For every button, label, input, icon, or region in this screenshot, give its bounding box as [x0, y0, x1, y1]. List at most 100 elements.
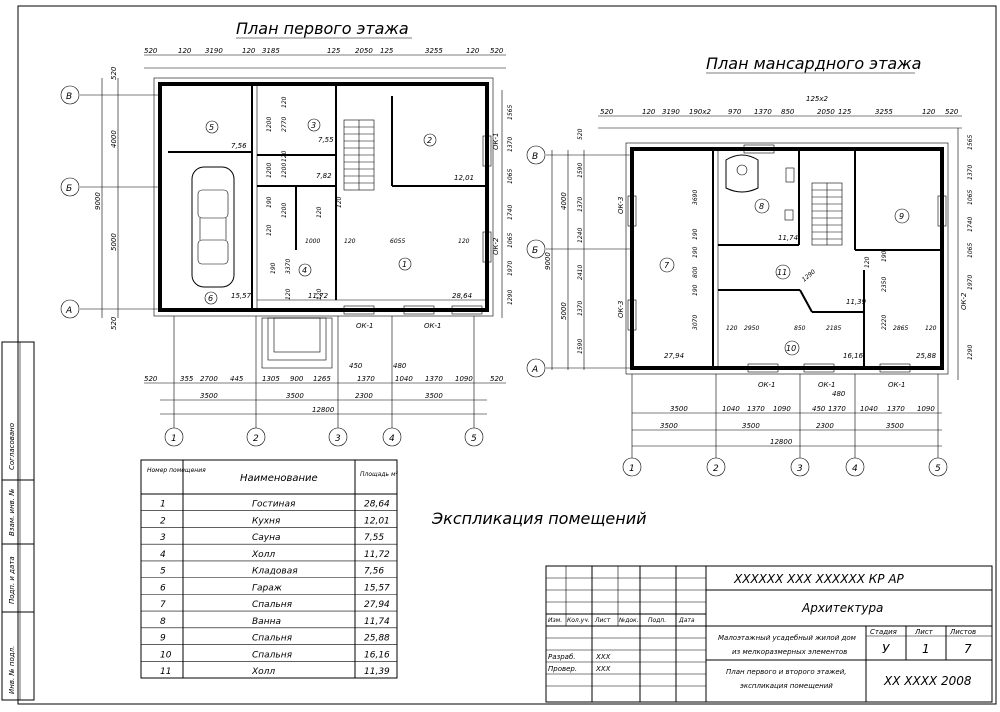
role-developer: Разраб.	[548, 653, 576, 661]
svg-text:1090: 1090	[917, 405, 935, 413]
svg-text:1290: 1290	[507, 290, 514, 305]
svg-text:2865: 2865	[893, 325, 908, 332]
svg-text:3070: 3070	[692, 315, 699, 330]
room-area: 11,74	[778, 234, 798, 242]
table-cell-name: Сауна	[252, 533, 281, 543]
svg-text:190: 190	[270, 262, 277, 274]
svg-text:3500: 3500	[886, 422, 904, 430]
project-line2: из мелкоразмерных элементов	[732, 648, 847, 656]
svg-text:1590: 1590	[577, 339, 584, 354]
plan2-title: План мансардного этажа	[706, 54, 921, 73]
svg-text:2300: 2300	[355, 392, 373, 400]
svg-text:1370: 1370	[747, 405, 765, 413]
svg-text:1065: 1065	[967, 243, 974, 258]
room-area: 11,39	[846, 298, 867, 306]
plan2-window	[627, 299, 637, 331]
room-marker	[754, 198, 770, 214]
svg-text:450: 450	[349, 362, 363, 370]
explication-table: Номер помещения Наименование Площадь м² …	[140, 459, 398, 679]
axis-label: 5	[471, 434, 477, 444]
table-cell-num: 5	[160, 567, 166, 577]
svg-text:3500: 3500	[286, 392, 304, 400]
svg-text:4000: 4000	[110, 130, 118, 148]
axis-label: А	[65, 306, 72, 316]
plan1-dims-bottom: 520 355 2700 445 1305 900 1265 450 1370 …	[144, 362, 504, 414]
svg-text:9000: 9000	[544, 252, 552, 270]
svg-text:120: 120	[344, 238, 356, 245]
room-marker	[205, 120, 219, 134]
table-cell-num: 1	[160, 500, 166, 510]
svg-text:1290: 1290	[801, 268, 817, 283]
plan2-window	[803, 363, 835, 373]
plan2-window-label: ОК-3	[617, 197, 625, 214]
svg-text:1740: 1740	[967, 217, 974, 232]
svg-text:120: 120	[178, 47, 192, 55]
table-cell-name: Кухня	[252, 516, 281, 526]
room-area: 12,01	[454, 174, 474, 182]
svg-text:1200: 1200	[266, 163, 273, 178]
svg-text:3370: 3370	[285, 259, 292, 274]
plan1-window-label: ОК-1	[356, 322, 373, 330]
table-cell-area: 7,56	[364, 567, 384, 577]
plan2-window-label: ОК-2	[960, 292, 968, 310]
axis-label: 3	[797, 464, 803, 474]
table-cell-num: 4	[160, 550, 166, 560]
table-cell-area: 11,39	[364, 667, 390, 677]
plan1-window	[482, 135, 492, 167]
svg-text:120: 120	[281, 150, 288, 162]
room-area: 7,56	[231, 142, 247, 150]
svg-text:125: 125	[380, 47, 394, 55]
axis-marker	[60, 299, 80, 319]
svg-text:190: 190	[692, 246, 699, 258]
svg-text:1265: 1265	[313, 375, 331, 383]
svg-text:1200: 1200	[281, 203, 288, 218]
axis-marker	[382, 427, 402, 447]
svg-text:1040: 1040	[860, 405, 878, 413]
axis-label: 5	[935, 464, 941, 474]
svg-text:3255: 3255	[875, 108, 893, 116]
svg-text:520: 520	[110, 316, 118, 330]
svg-text:120: 120	[864, 256, 871, 268]
room-area: 15,57	[231, 292, 252, 300]
col-count: Кол.уч.	[567, 617, 590, 624]
room-number: 11	[777, 268, 787, 277]
sheet-value: 1	[922, 642, 930, 656]
side-stamp-sign: Подп. и дата	[8, 556, 16, 604]
table-cell-name: Спальня	[252, 600, 293, 610]
room-marker	[307, 118, 321, 132]
svg-text:12800: 12800	[770, 438, 793, 446]
svg-text:1565: 1565	[507, 105, 514, 120]
svg-text:6055: 6055	[390, 238, 405, 245]
svg-text:120: 120	[458, 238, 470, 245]
plan1-window	[482, 231, 492, 263]
axis-marker	[60, 177, 80, 197]
svg-text:120: 120	[336, 196, 343, 208]
room-area: 7,55	[318, 136, 334, 144]
sink-icon	[785, 167, 795, 183]
svg-text:1590: 1590	[577, 163, 584, 178]
svg-text:1970: 1970	[507, 261, 514, 276]
axis-label: В	[66, 92, 72, 102]
svg-text:520: 520	[600, 108, 614, 116]
room-area: 25,88	[916, 352, 937, 360]
svg-text:520: 520	[490, 375, 504, 383]
table-cell-area: 11,72	[364, 550, 390, 560]
svg-text:480: 480	[832, 390, 846, 398]
svg-text:1370: 1370	[967, 165, 974, 180]
svg-text:12800: 12800	[312, 406, 335, 414]
svg-text:120: 120	[266, 224, 273, 236]
side-stamp-replace: Взам. инв. №	[8, 488, 16, 536]
axis-marker	[845, 457, 865, 477]
axis-label: 2	[713, 464, 719, 474]
svg-text:5000: 5000	[560, 302, 568, 320]
axis-label: 2	[253, 434, 259, 444]
plan1-window	[343, 305, 375, 315]
bathtub-icon	[725, 154, 759, 193]
svg-text:2185: 2185	[826, 325, 841, 332]
plan1-staircase	[343, 119, 375, 191]
svg-text:900: 900	[290, 375, 304, 383]
plan2-window-label: ОК-1	[818, 381, 835, 389]
table-cell-name: Спальня	[252, 634, 293, 644]
svg-text:1065: 1065	[507, 169, 514, 184]
plan2-dims-left: 4000 5000 9000 1590 1370 1240 2410 1370 …	[544, 128, 584, 354]
